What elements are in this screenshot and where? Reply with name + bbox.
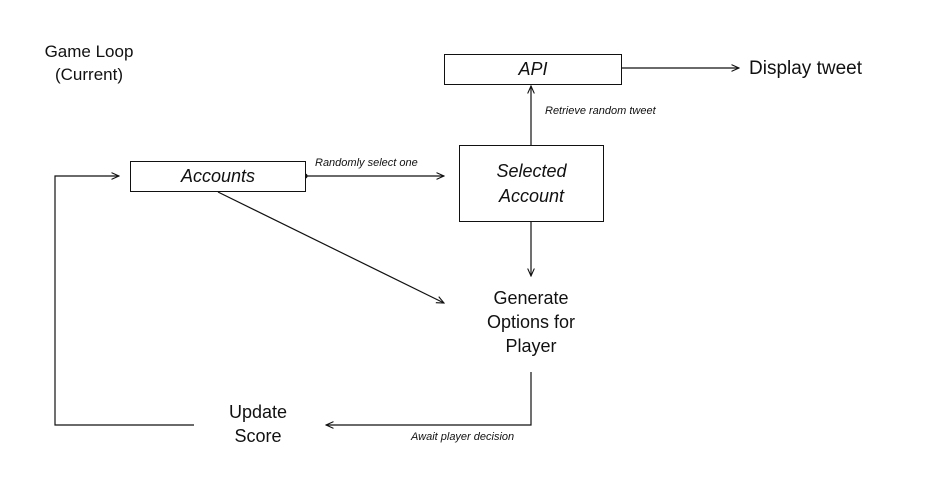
node-generate-line1: Generate <box>493 288 569 308</box>
node-generate-line2: Options for <box>486 312 576 332</box>
node-display-tweet: Display tweet <box>749 58 862 79</box>
label-await-player-decision: Await player decision <box>411 431 515 443</box>
node-selected-account: Selected Account <box>459 145 604 222</box>
node-api: API <box>444 54 622 85</box>
node-generate-line3: Player <box>505 336 557 356</box>
node-api-label: API <box>518 59 548 79</box>
edge-update-to-accounts <box>54 176 194 426</box>
label-retrieve-random-tweet: Retrieve random tweet <box>545 105 656 117</box>
node-selected-account-line2: Account <box>498 185 565 206</box>
node-selected-account-line1: Selected <box>496 160 567 181</box>
label-randomly-select-one: Randomly select one <box>315 157 418 169</box>
node-update-score: Update Score <box>198 400 318 448</box>
edge-generate-to-update <box>326 372 532 425</box>
node-update-line2: Score <box>234 426 282 446</box>
node-accounts-label: Accounts <box>180 166 256 186</box>
diagram-title-line2: (Current) <box>54 65 123 84</box>
node-accounts: Accounts <box>130 161 306 192</box>
diagram-title: Game Loop (Current) <box>30 40 148 86</box>
node-update-line1: Update <box>228 402 288 422</box>
diagram-title-line1: Game Loop <box>44 42 134 61</box>
node-generate-options: Generate Options for Player <box>461 286 601 358</box>
edge-accounts-to-generate <box>217 191 444 303</box>
